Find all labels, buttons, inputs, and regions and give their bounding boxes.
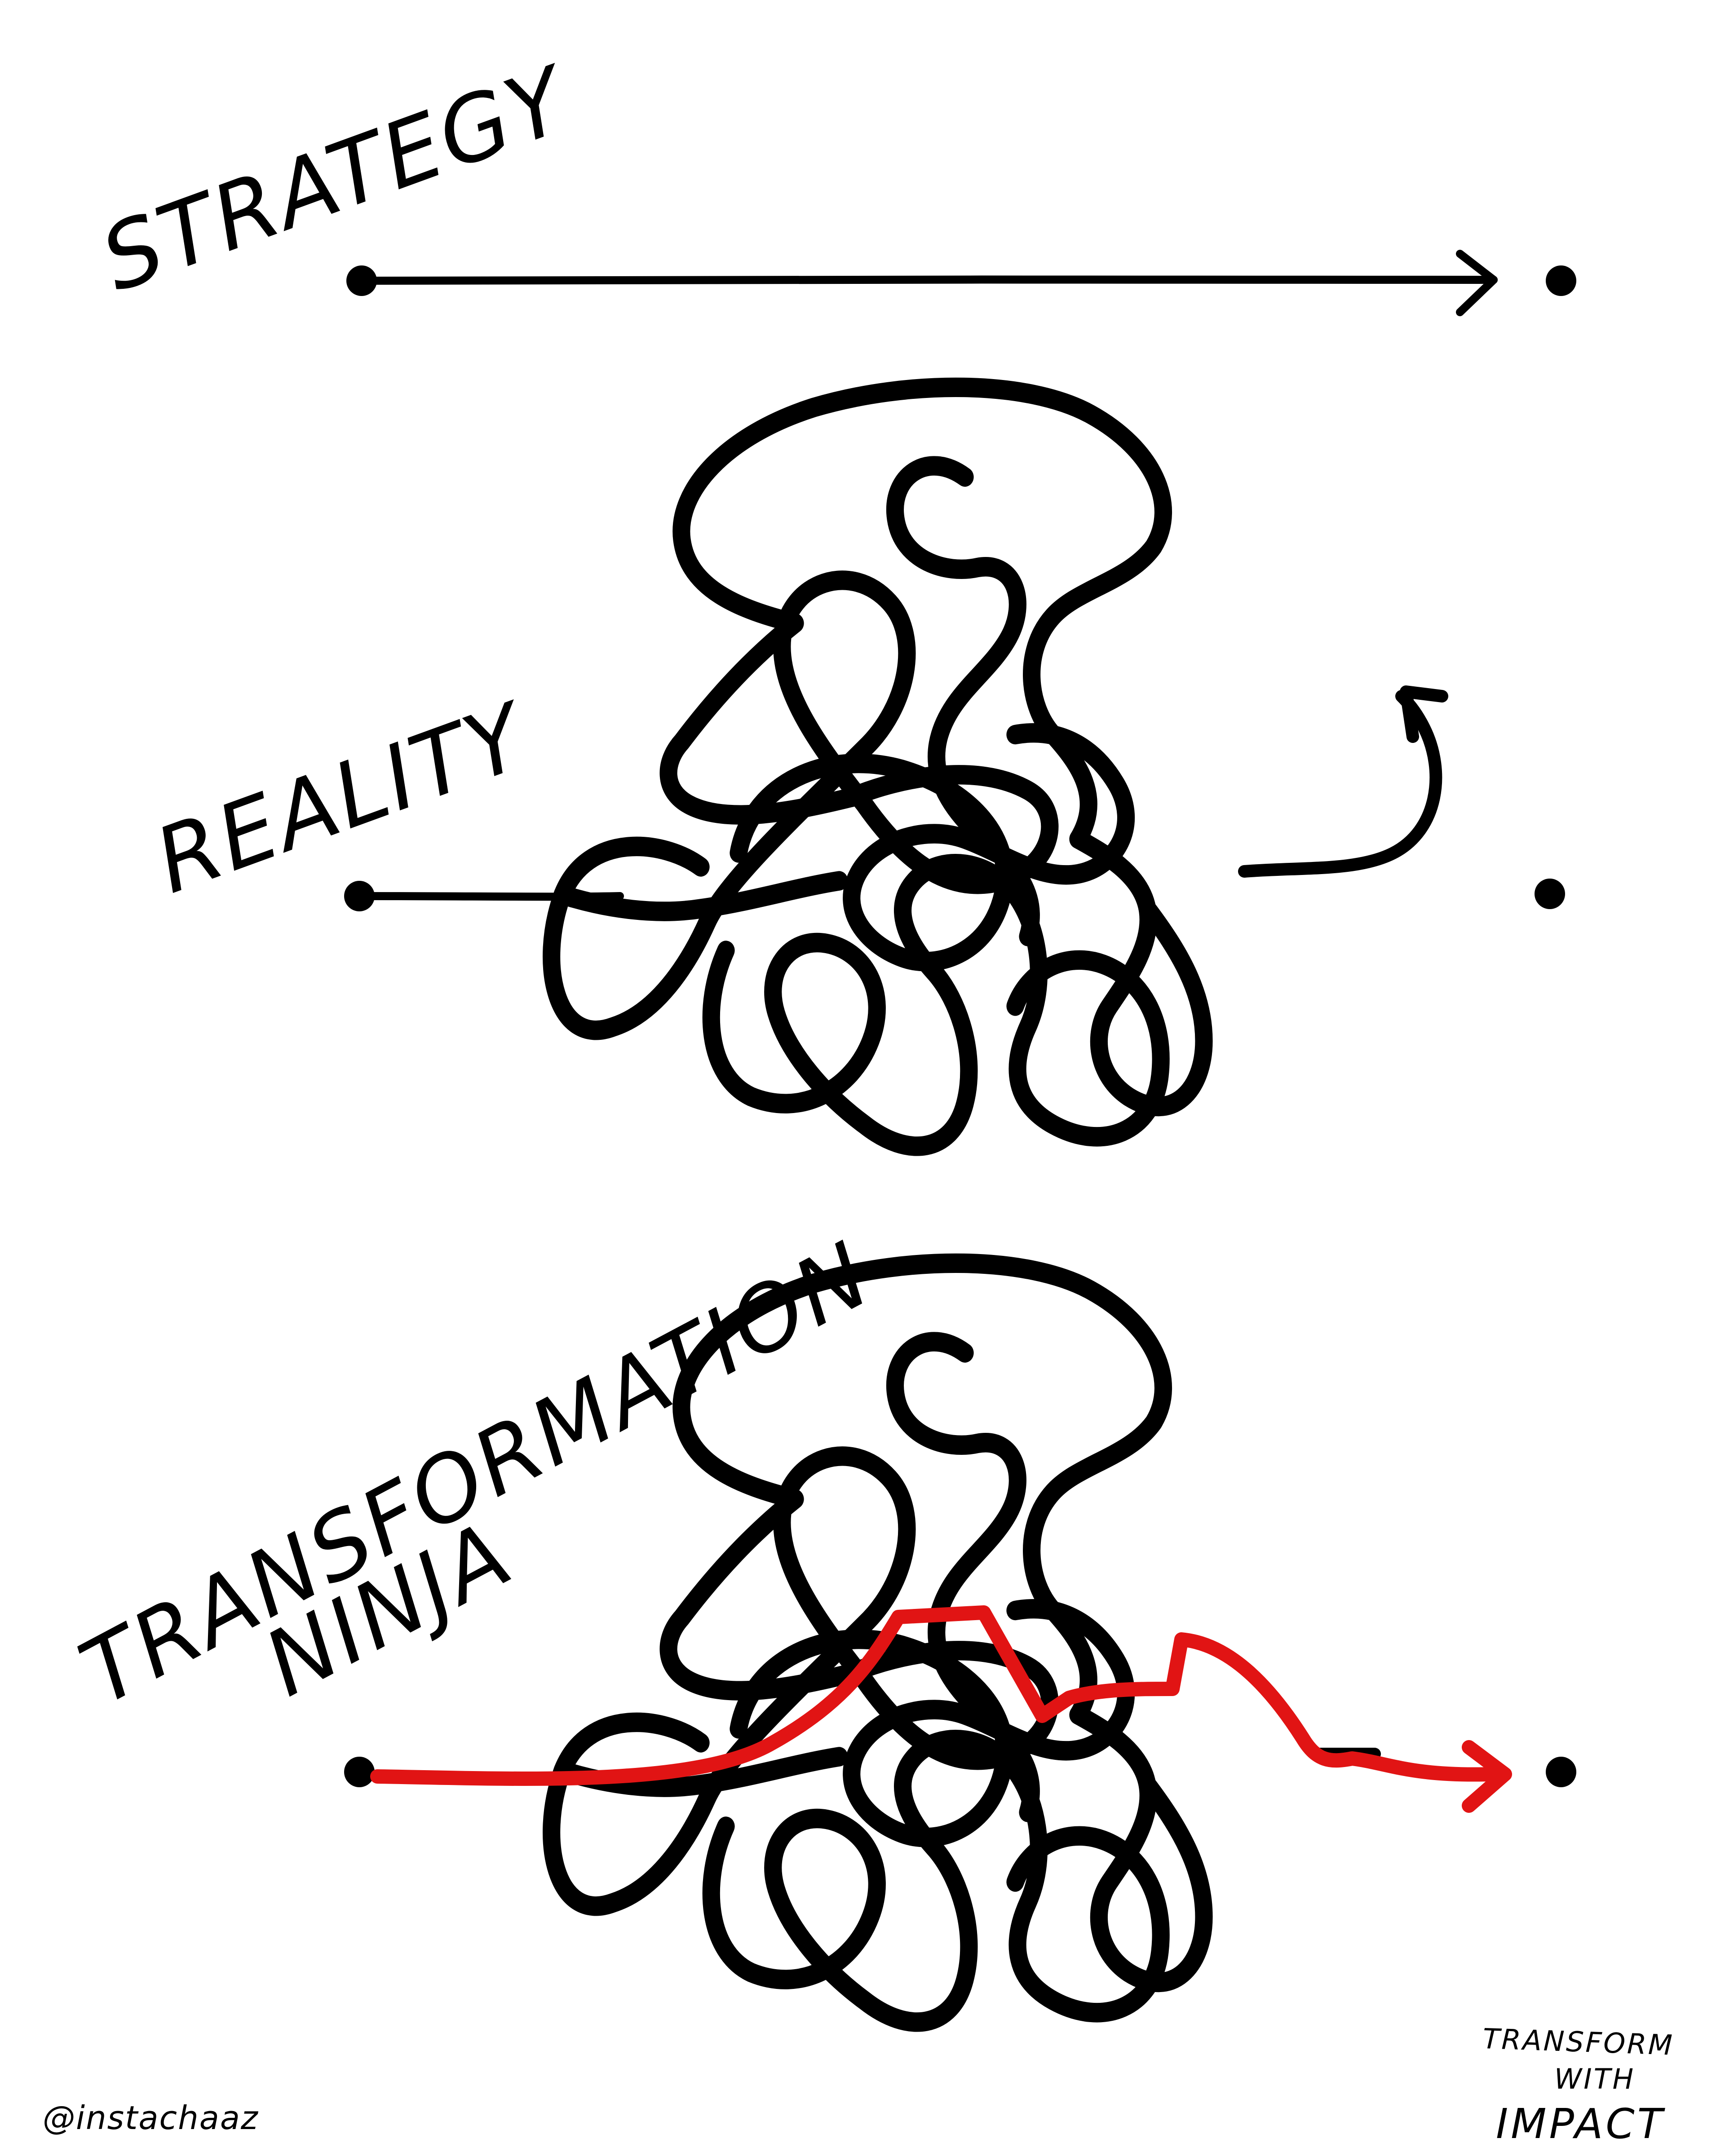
- footer: @instachaaz TRANSFORM WITH IMPACT: [43, 2022, 1675, 2148]
- brand-logo-line1: TRANSFORM: [1482, 2022, 1674, 2062]
- strategy-end-dot: [1546, 265, 1576, 296]
- brand-logo-line2: WITH: [1554, 2063, 1635, 2095]
- reality-section: REALITY: [142, 387, 1565, 1146]
- reality-end-dot: [1535, 879, 1565, 909]
- strategy-section: STRATEGY: [88, 46, 1576, 316]
- author-handle: @instachaaz: [43, 2099, 259, 2137]
- brand-logo: TRANSFORM WITH IMPACT: [1482, 2022, 1674, 2148]
- reality-exit-arrow-icon: [1400, 685, 1448, 743]
- reality-tangle: [552, 387, 1204, 1146]
- ninja-start-dot: [344, 1757, 375, 1787]
- ninja-end-dot: [1546, 1757, 1576, 1787]
- strategy-straight-line: [358, 275, 1498, 285]
- ninja-section: TRANSFORMATION NINJA: [64, 1222, 1576, 2022]
- brand-logo-line3: IMPACT: [1496, 2100, 1666, 2148]
- strategy-label: STRATEGY: [88, 46, 585, 312]
- reality-exit-curl: [1238, 690, 1442, 878]
- reality-label: REALITY: [142, 683, 544, 914]
- strategy-arrow-head-icon: [1456, 250, 1498, 316]
- ninja-red-arrow-head-icon: [1462, 1740, 1512, 1813]
- ninja-red-path: [370, 1605, 1499, 1786]
